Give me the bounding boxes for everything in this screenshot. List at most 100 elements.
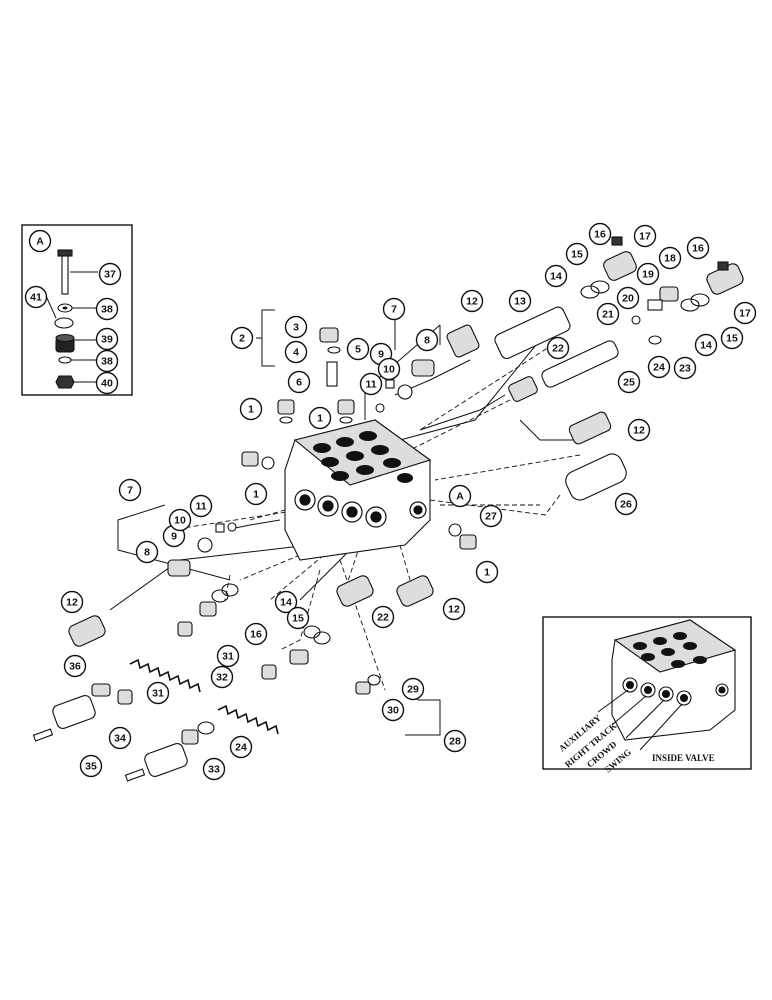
- callout-number: 38: [101, 304, 113, 316]
- callout-number: 22: [552, 343, 564, 355]
- callout-number: 18: [664, 253, 676, 265]
- callout-number: 27: [485, 511, 497, 523]
- callout-c3: 3: [284, 315, 308, 339]
- callout-c39: 39: [95, 327, 119, 351]
- callout-c23: 23: [673, 356, 697, 380]
- callout-c13: 13: [508, 289, 532, 313]
- callout-number: 23: [679, 363, 691, 375]
- callout-number: 38: [101, 356, 113, 368]
- callout-c21: 21: [596, 302, 620, 326]
- callout-number: 14: [550, 271, 562, 283]
- callout-number: 37: [104, 269, 116, 281]
- callout-c8a: 8: [415, 328, 439, 352]
- callout-c10b: 10: [168, 508, 192, 532]
- callout-number: 8: [424, 335, 430, 347]
- callout-number: 14: [280, 597, 292, 609]
- callout-c26: 26: [614, 492, 638, 516]
- callout-c32: 32: [210, 665, 234, 689]
- callout-number: 1: [248, 404, 254, 416]
- callout-number: 33: [208, 764, 220, 776]
- callout-number: A: [456, 491, 464, 503]
- callout-c11b: 11: [189, 494, 213, 518]
- callout-c15c: 15: [720, 326, 744, 350]
- callout-number: 5: [355, 344, 361, 356]
- callout-c36: 36: [63, 654, 87, 678]
- callout-c20: 20: [616, 286, 640, 310]
- callout-number: 17: [739, 308, 751, 320]
- callout-c5: 5: [346, 337, 370, 361]
- callout-c31a: 31: [216, 644, 240, 668]
- parts: [32, 236, 744, 782]
- callout-c7b: 7: [118, 478, 142, 502]
- callout-cAinset: A: [28, 229, 52, 253]
- callout-number: 22: [377, 612, 389, 624]
- callout-c2: 2: [230, 326, 254, 350]
- callout-c14b: 14: [274, 590, 298, 614]
- callout-number: 17: [639, 231, 651, 243]
- callout-c8b: 8: [135, 540, 159, 564]
- callout-number: 16: [594, 229, 606, 241]
- callout-c6: 6: [287, 370, 311, 394]
- callout-c24a: 24: [647, 355, 671, 379]
- callout-c12b: 12: [627, 418, 651, 442]
- callout-number: 35: [85, 761, 97, 773]
- callout-c4: 4: [284, 340, 308, 364]
- callout-number: A: [36, 236, 44, 248]
- callout-number: 34: [114, 733, 126, 745]
- callout-c12d: 12: [442, 597, 466, 621]
- callout-c1a: 1: [239, 397, 263, 421]
- callout-number: 16: [250, 629, 262, 641]
- callout-number: 6: [296, 377, 302, 389]
- callout-number: 19: [642, 269, 654, 281]
- callout-number: 9: [378, 349, 384, 361]
- valve-body: [284, 419, 432, 561]
- callout-c12c: 12: [60, 590, 84, 614]
- callout-number: 11: [195, 501, 206, 513]
- callout-c16b: 16: [244, 622, 268, 646]
- callout-number: 15: [292, 613, 304, 625]
- callout-c17b: 17: [733, 301, 757, 325]
- callout-number: 14: [700, 340, 712, 352]
- callout-c15b: 15: [286, 606, 310, 630]
- callout-c25: 25: [617, 370, 641, 394]
- callout-c7a: 7: [382, 297, 406, 321]
- callout-c18: 18: [658, 246, 682, 270]
- callout-c14c: 14: [694, 333, 718, 357]
- callout-c16c: 16: [686, 236, 710, 260]
- callout-c41: 41: [24, 285, 48, 309]
- callout-number: 25: [623, 377, 635, 389]
- callout-number: 12: [66, 597, 78, 609]
- callout-c16a: 16: [588, 222, 612, 246]
- callout-c22a: 22: [546, 336, 570, 360]
- callout-number: 28: [449, 736, 461, 748]
- callout-c29: 29: [401, 677, 425, 701]
- callout-c1d: 1: [475, 560, 499, 584]
- callout-c1c: 1: [244, 482, 268, 506]
- callout-c24b: 24: [229, 735, 253, 759]
- callout-c12a: 12: [460, 289, 484, 313]
- callout-number: 16: [692, 243, 704, 255]
- callout-number: 31: [152, 688, 164, 700]
- callout-number: 4: [293, 347, 299, 359]
- callout-number: 1: [253, 489, 259, 501]
- callout-c27: 27: [479, 504, 503, 528]
- detail-a-box: [21, 224, 133, 396]
- callout-number: 26: [620, 499, 632, 511]
- callout-number: 13: [514, 296, 526, 308]
- callout-c30: 30: [381, 698, 405, 722]
- inside-valve-inset: AUXILIARY RIGHT TRACK CROWD SWING INSIDE…: [542, 616, 752, 775]
- callout-c33: 33: [202, 757, 226, 781]
- callout-number: 2: [239, 333, 245, 345]
- callout-number: 1: [484, 567, 490, 579]
- callout-number: 40: [101, 378, 113, 390]
- callout-c37: 37: [98, 262, 122, 286]
- callout-number: 15: [726, 333, 738, 345]
- callout-number: 7: [127, 485, 133, 497]
- inset-caption: INSIDE VALVE: [652, 753, 715, 763]
- callout-number: 41: [30, 292, 42, 304]
- callout-number: 3: [293, 322, 299, 334]
- callout-c34: 34: [108, 726, 132, 750]
- callout-number: 11: [365, 379, 376, 391]
